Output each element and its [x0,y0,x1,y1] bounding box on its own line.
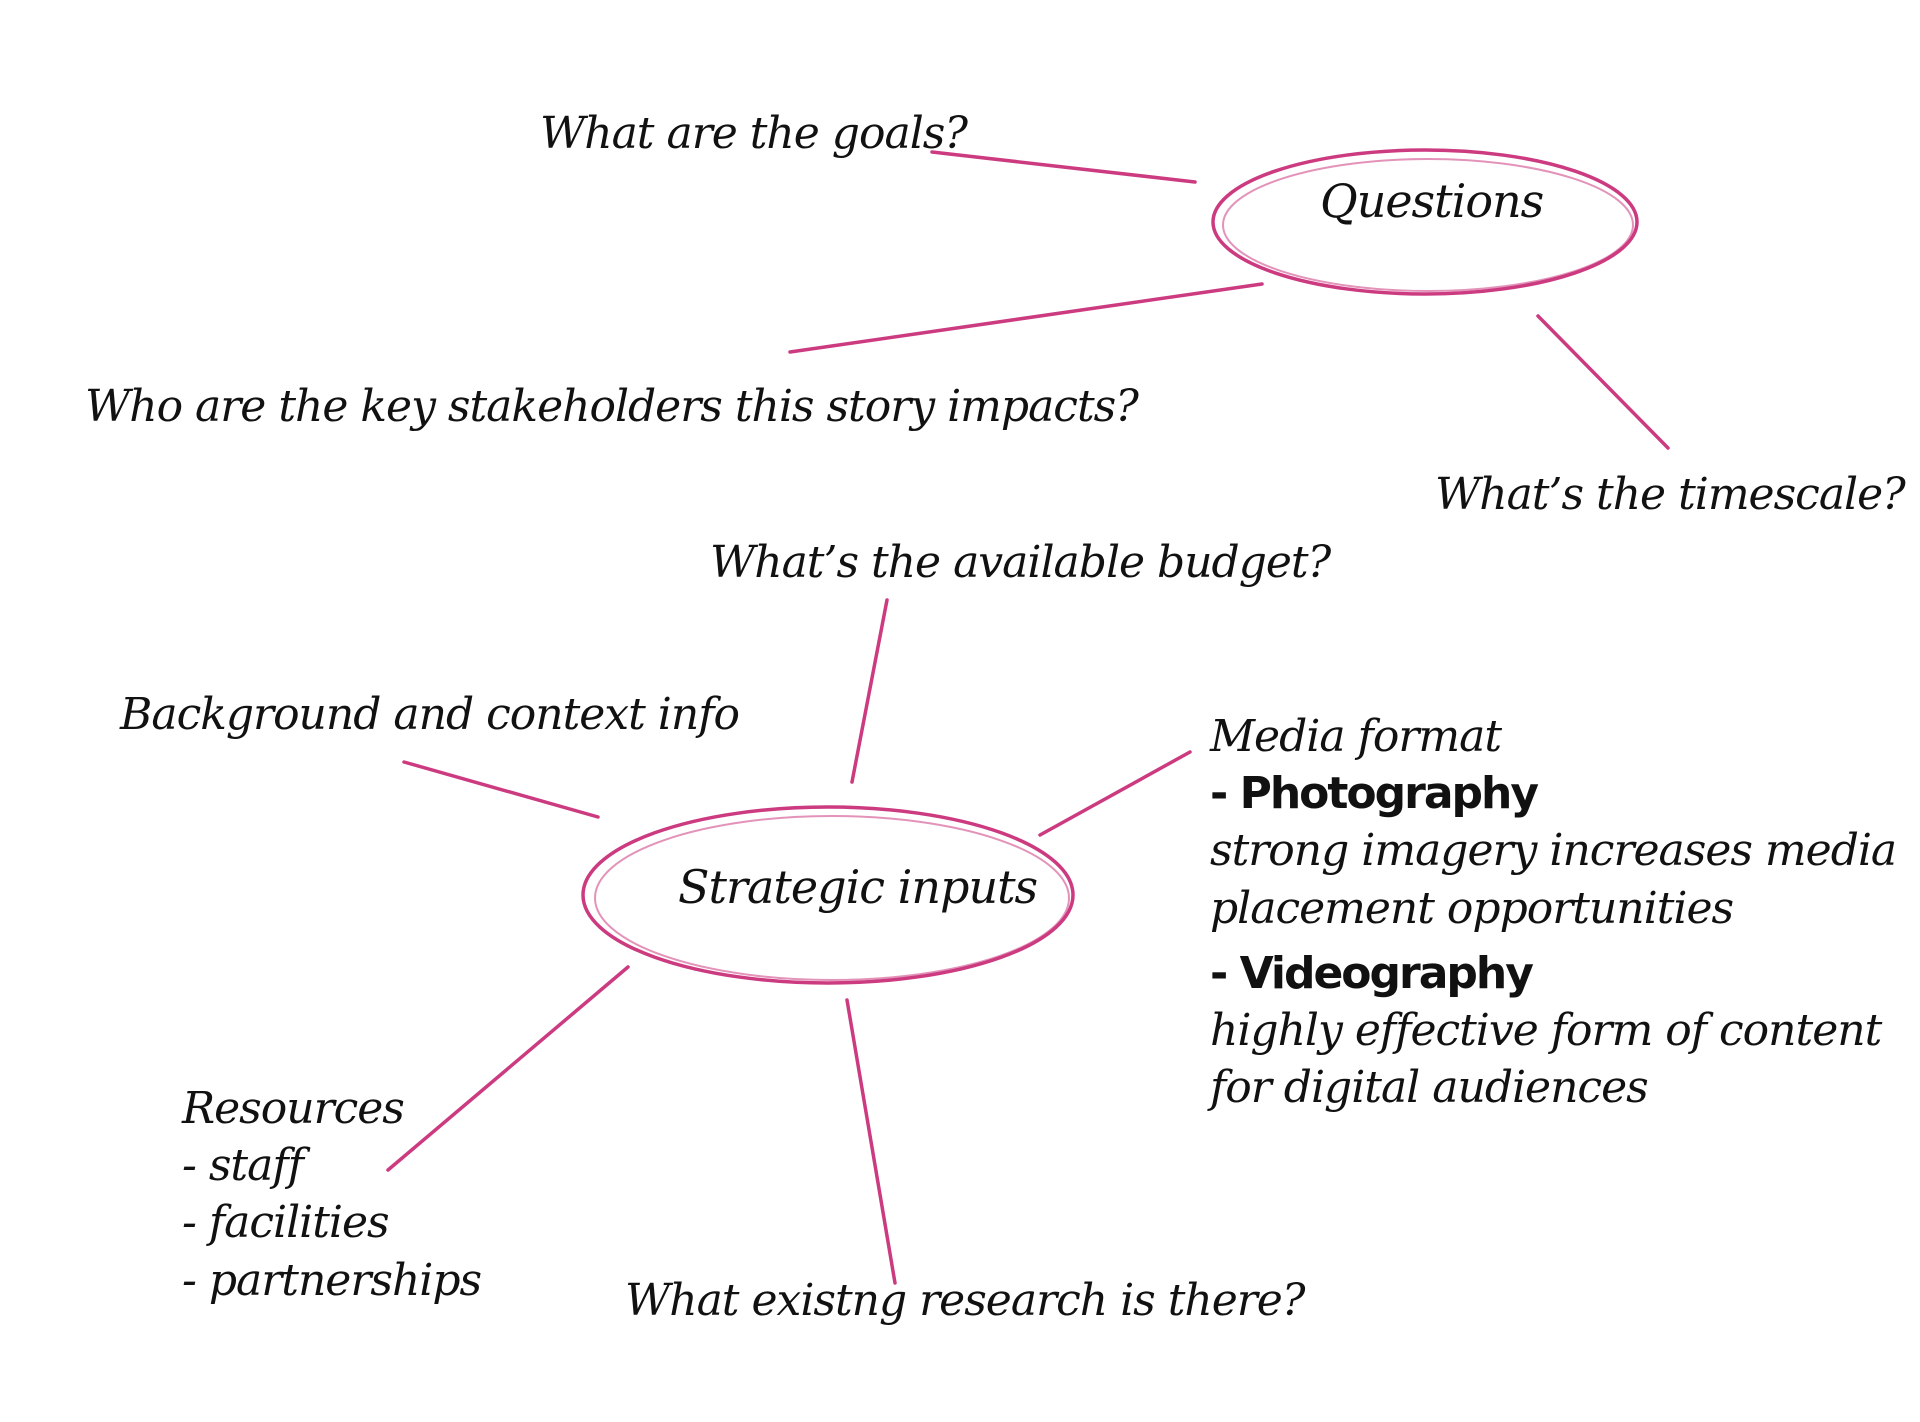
timescale-text: What’s the timescale? [1435,469,1906,520]
resources-heading: Resources [182,1083,405,1134]
videography-label: - Videography [1210,947,1534,999]
questions-node-ellipse [1211,148,1639,296]
budget-text: What’s the available budget? [710,537,1331,588]
background-text: Background and context info [120,689,740,740]
research-text: What existng research is there? [625,1275,1305,1326]
connector-budget [850,598,889,784]
videography-desc-2: for digital audiences [1210,1062,1649,1114]
questions-node-ellipse-inner [1222,158,1634,292]
resources-block: Resources - staff - facilities - partner… [182,1080,482,1309]
stakeholders-text: Who are the key stakeholders this story … [85,381,1139,432]
photography-desc-2: placement opportunities [1210,882,1734,934]
resources-item-staff: - staff [182,1140,304,1192]
resources-item-partnerships: - partnerships [182,1254,482,1306]
media-format-block: Media format - Photography strong imager… [1210,708,1897,1116]
videography-desc-1: highly effective form of content [1210,1004,1882,1056]
resources-item-facilities: - facilities [182,1197,390,1249]
connector-background [402,760,600,819]
connector-media-format [1038,750,1192,837]
connector-stakeholders [788,282,1264,354]
connector-resources [386,965,630,1172]
photography-desc-1: strong imagery increases media [1210,825,1897,877]
connector-timescale [1536,314,1670,450]
connector-goals [930,150,1197,184]
strategic-node-label: Strategic inputs [678,860,1038,914]
connector-research [845,998,897,1285]
strategic-node-ellipse-inner [594,815,1070,981]
goals-text: What are the goals? [540,108,968,159]
photography-label: - Photography [1210,768,1539,820]
strategic-node-ellipse [581,805,1075,985]
media-format-heading: Media format [1210,711,1502,762]
questions-node-label: Questions [1320,174,1544,228]
